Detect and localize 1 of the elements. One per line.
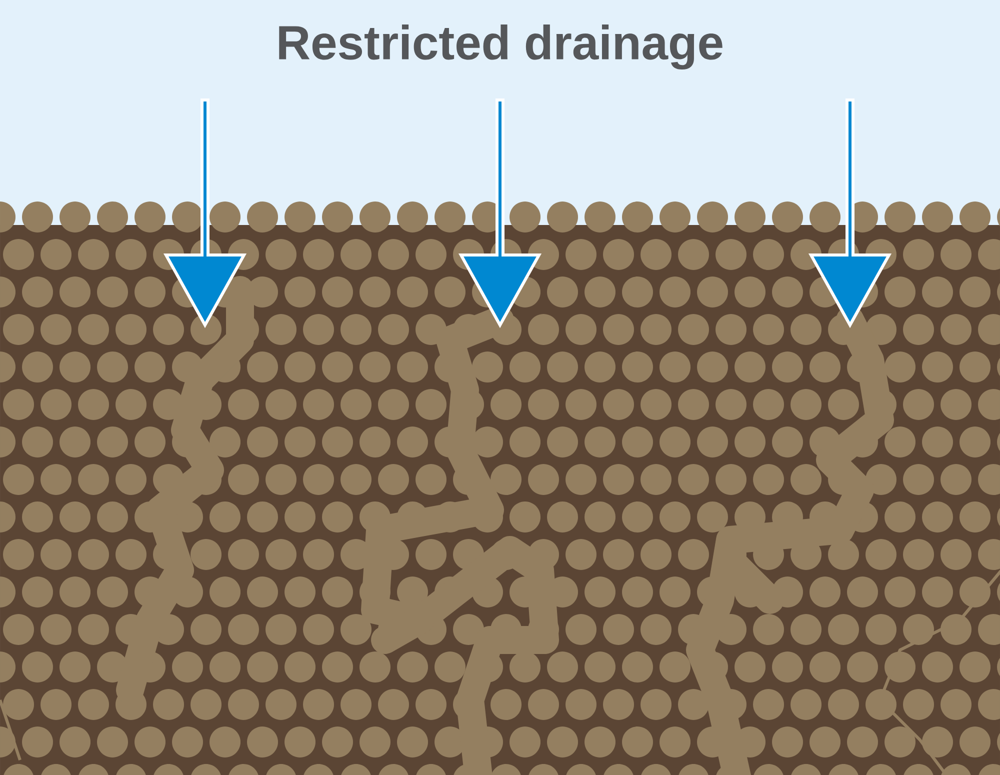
title: Restricted drainage xyxy=(279,24,722,70)
